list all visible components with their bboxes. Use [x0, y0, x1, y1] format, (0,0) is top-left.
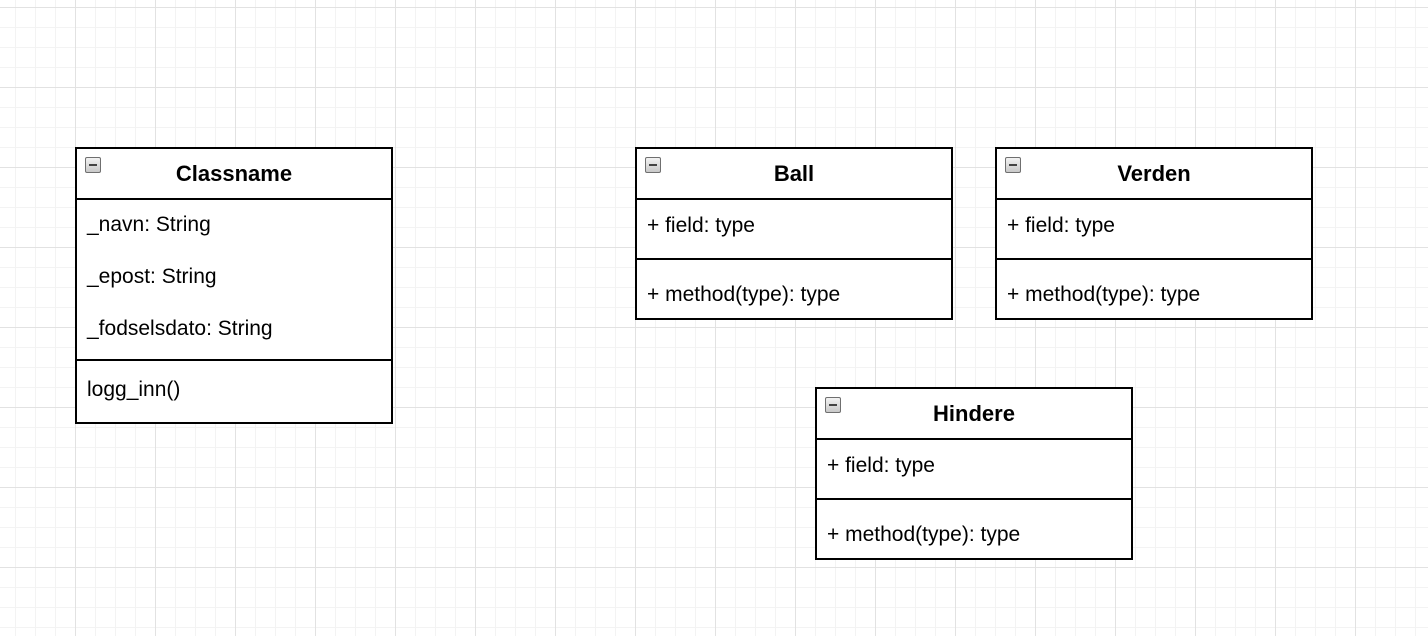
- fields-section[interactable]: + field: type: [817, 440, 1131, 500]
- class-name: Hindere: [933, 400, 1015, 426]
- class-name: Classname: [175, 160, 293, 186]
- method-row: + method(type): type: [647, 283, 841, 306]
- fields-section[interactable]: + field: type: [637, 200, 951, 260]
- uml-class-verden[interactable]: Verden + field: type + method(type): typ…: [995, 147, 1313, 320]
- fields-section[interactable]: _navn: String _epost: String _fodselsdat…: [77, 200, 391, 361]
- method-row: + method(type): type: [827, 523, 1021, 546]
- class-header[interactable]: Classname: [77, 149, 391, 200]
- class-header[interactable]: Ball: [637, 149, 951, 200]
- method-row: logg_inn(): [87, 378, 181, 401]
- class-name: Ball: [773, 160, 815, 186]
- uml-class-hindere[interactable]: Hindere + field: type + method(type): ty…: [815, 387, 1133, 560]
- method-row: + method(type): type: [1007, 283, 1201, 306]
- field-row: _navn: String: [87, 213, 211, 236]
- collapse-icon[interactable]: [825, 397, 841, 413]
- field-row: + field: type: [827, 454, 935, 477]
- methods-section[interactable]: logg_inn(): [77, 361, 391, 419]
- class-header[interactable]: Hindere: [817, 389, 1131, 440]
- field-row: + field: type: [1007, 214, 1115, 237]
- methods-section[interactable]: + method(type): type: [637, 260, 951, 318]
- field-row: _fodselsdato: String: [87, 317, 273, 340]
- field-row: _epost: String: [87, 265, 217, 288]
- fields-section[interactable]: + field: type: [997, 200, 1311, 260]
- field-row: + field: type: [647, 214, 755, 237]
- class-name: Verden: [1117, 160, 1191, 186]
- methods-section[interactable]: + method(type): type: [997, 260, 1311, 318]
- collapse-icon[interactable]: [85, 157, 101, 173]
- methods-section[interactable]: + method(type): type: [817, 500, 1131, 558]
- collapse-icon[interactable]: [645, 157, 661, 173]
- uml-class-classname[interactable]: Classname _navn: String _epost: String _…: [75, 147, 393, 424]
- class-header[interactable]: Verden: [997, 149, 1311, 200]
- uml-class-ball[interactable]: Ball + field: type + method(type): type: [635, 147, 953, 320]
- collapse-icon[interactable]: [1005, 157, 1021, 173]
